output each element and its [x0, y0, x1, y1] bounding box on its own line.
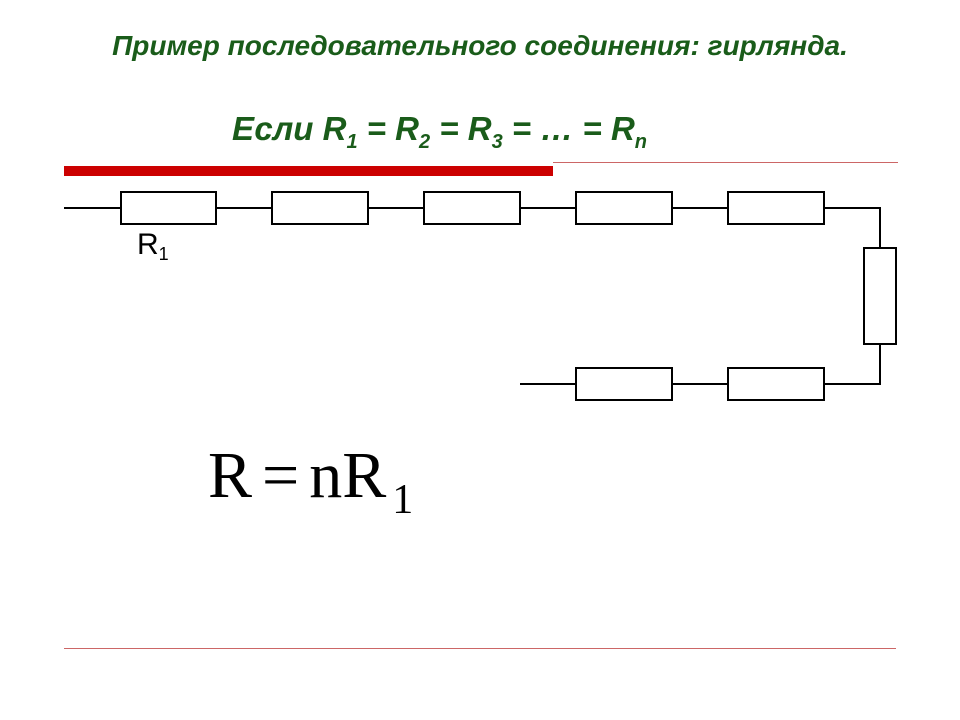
condition-sub-3: 3 [491, 131, 503, 153]
condition-mid-3: = … = R [502, 110, 635, 147]
slide-title: Пример последовательного соединения: гир… [112, 30, 848, 61]
formula-lhs: R [208, 439, 253, 512]
formula-rhs: nR [309, 439, 387, 512]
condition-sub-1: 1 [346, 131, 358, 153]
resistor-8 [575, 367, 673, 401]
condition-mid-2: = R [430, 110, 492, 147]
condition-sub-n: n [634, 131, 648, 153]
formula-equals: = [262, 439, 300, 512]
accent-bar [64, 166, 553, 176]
resistor-label-main: R [137, 228, 159, 261]
resistor-6 [863, 247, 897, 345]
resistor-5 [727, 191, 825, 225]
resistor-2 [271, 191, 369, 225]
equality-condition: Если R1 = R2 = R3 = … = Rn [232, 110, 647, 152]
resistor-7 [727, 367, 825, 401]
resistor-4 [575, 191, 673, 225]
bottom-rule [64, 648, 896, 649]
wire-top-corner [824, 207, 881, 248]
condition-sub-2: 2 [419, 131, 431, 153]
condition-mid-1: = R [357, 110, 420, 147]
top-rule [553, 162, 898, 163]
condition-prefix: Если R [232, 110, 347, 147]
formula-rhs-sub: 1 [392, 477, 414, 523]
resistor-3 [423, 191, 521, 225]
resistor-1 [120, 191, 217, 225]
wire-bottom-corner [824, 344, 881, 385]
resistor-1-label: R1 [137, 228, 169, 264]
resistor-label-sub: 1 [158, 244, 169, 264]
